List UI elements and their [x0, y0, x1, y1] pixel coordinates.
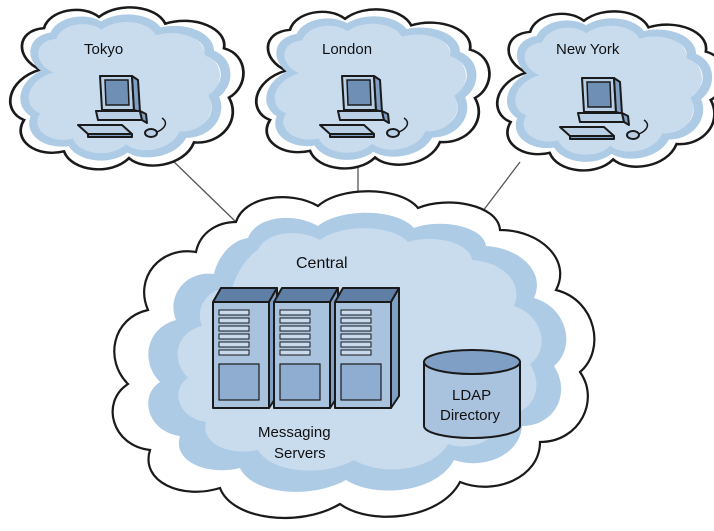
- central-label: Central: [296, 255, 348, 272]
- link-tokyo-central: [169, 157, 237, 223]
- directory-label-line2: Directory: [440, 407, 501, 424]
- site-label-tokyo: Tokyo: [84, 41, 123, 58]
- database-cylinder-icon: [423, 349, 521, 439]
- servers-label-line2: Servers: [274, 445, 326, 462]
- servers-label-line1: Messaging: [258, 424, 331, 441]
- site-label-new-york: New York: [556, 41, 620, 58]
- site-label-london: London: [322, 41, 372, 58]
- server-tower-icon: [212, 287, 278, 409]
- server-tower-icon: [334, 287, 400, 409]
- server-tower-icon: [273, 287, 339, 409]
- directory-label-line1: LDAP: [452, 387, 491, 404]
